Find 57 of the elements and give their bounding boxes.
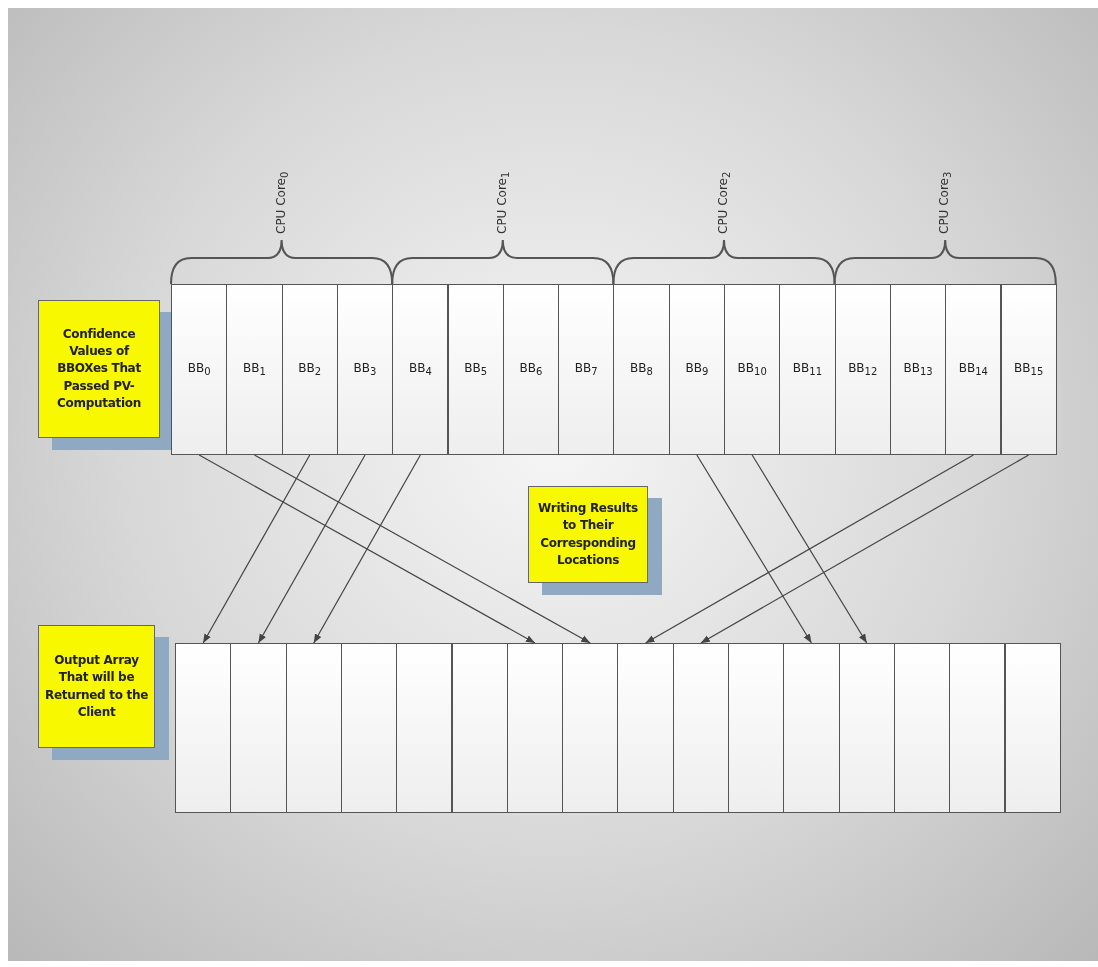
array-cell [392, 284, 449, 455]
cell-label: BB$_{4}$ [408, 361, 432, 378]
cell-label: BB$_{7}$ [574, 361, 598, 378]
empty-array-cell [562, 643, 619, 813]
array-cell [724, 284, 781, 455]
array-cell [558, 284, 615, 455]
empty-array-cell [783, 643, 840, 813]
arrow [696, 454, 813, 644]
arrow [198, 454, 536, 644]
array-cell [226, 284, 283, 455]
empty-array-cell [451, 643, 508, 813]
cell-label: BB$_{6}$ [519, 361, 543, 378]
array-cell [281, 284, 338, 455]
array-cell [834, 284, 891, 455]
array-cell [447, 284, 504, 455]
cell-label: BB$_{10}$ [737, 361, 767, 378]
empty-array-cell [230, 643, 287, 813]
arrow [700, 454, 1030, 644]
arrow [257, 454, 366, 644]
cell-label: BB$_{13}$ [903, 361, 933, 378]
empty-array-cell [506, 643, 564, 813]
empty-array-cell [396, 643, 453, 813]
arrow [751, 454, 868, 644]
cell-label: BB$_{14}$ [958, 361, 988, 378]
array-cell [779, 284, 836, 455]
empty-array-cell [949, 643, 1006, 813]
cell-label: BB$_{3}$ [353, 361, 377, 378]
cell-label: BB$_{5}$ [464, 361, 488, 378]
cell-label: BB$_{15}$ [1014, 361, 1044, 378]
array-cell [1000, 284, 1057, 455]
empty-array-cell [1004, 643, 1061, 813]
array-cell [613, 284, 670, 455]
array-cell [336, 284, 394, 455]
arrow [313, 454, 421, 644]
empty-array-cell [285, 643, 342, 813]
cell-label: BB$_{12}$ [848, 361, 878, 378]
array-cell [502, 284, 560, 455]
empty-array-cell [340, 643, 398, 813]
array-cell [889, 284, 947, 455]
cell-label: BB$_{8}$ [630, 361, 653, 378]
empty-array-cell [838, 643, 895, 813]
cell-label: BB$_{11}$ [792, 361, 823, 378]
array-cell [945, 284, 1002, 455]
empty-array-cell [617, 643, 674, 813]
cell-label: BB$_{2}$ [298, 361, 322, 378]
cell-label: BB$_{1}$ [243, 361, 266, 378]
empty-array-cell [893, 643, 951, 813]
empty-array-cell [728, 643, 785, 813]
empty-array-cell [672, 643, 729, 813]
arrow [253, 454, 591, 644]
empty-array-cell [175, 643, 232, 813]
arrow [202, 454, 311, 644]
array-cell [668, 284, 725, 455]
cell-label: BB$_{0}$ [187, 361, 211, 378]
cell-label: BB$_{9}$ [685, 361, 709, 378]
array-cell [171, 284, 228, 455]
arrow [644, 454, 974, 644]
